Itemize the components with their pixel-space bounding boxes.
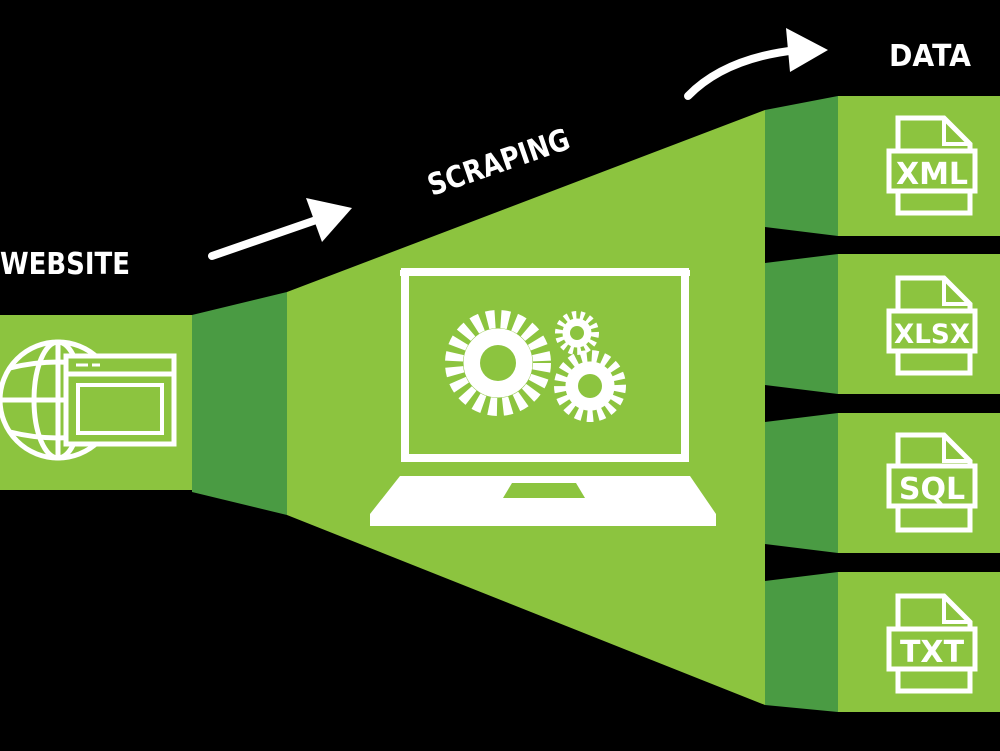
stripe-dark-2 — [765, 254, 838, 394]
curved-arrow-icon — [684, 28, 828, 100]
file-xlsx-icon: XLSX — [886, 275, 978, 376]
stripe-dark-3 — [765, 413, 838, 553]
data-stripes-dark — [765, 96, 838, 712]
gears-icon — [445, 310, 626, 422]
website-funnel-band — [192, 292, 287, 515]
stripe-dark-4 — [765, 572, 838, 712]
arrow-right-icon — [208, 198, 352, 260]
data-label: DATA — [889, 39, 972, 74]
file-label-xml: XML — [896, 157, 968, 192]
file-label-txt: TXT — [900, 635, 965, 670]
file-xml-icon: XML — [886, 115, 978, 216]
laptop-with-gears-icon — [370, 268, 716, 526]
file-label-xlsx: XLSX — [894, 319, 970, 350]
file-sql-icon: SQL — [886, 432, 978, 533]
file-txt-icon: TXT — [886, 593, 978, 694]
stripe-dark-1 — [765, 96, 838, 236]
globe-with-browser-window-icon — [0, 339, 177, 461]
website-label: WEBSITE — [0, 247, 130, 282]
file-label-sql: SQL — [899, 472, 965, 507]
